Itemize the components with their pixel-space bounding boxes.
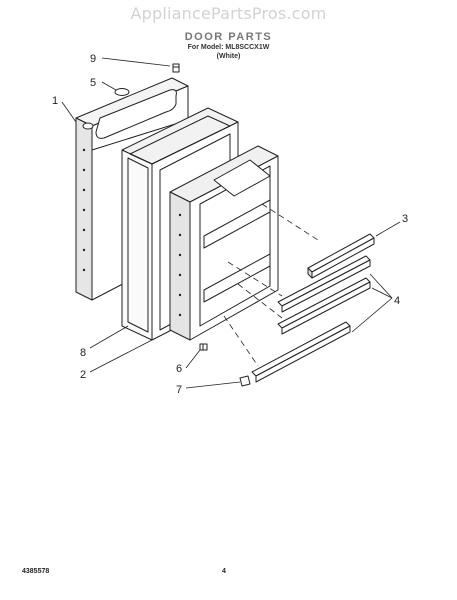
screw-part [172, 63, 180, 73]
page-number: 4 [222, 568, 226, 575]
door-liner [169, 145, 279, 341]
callout-4: 4 [394, 295, 400, 307]
leader-lines [61, 57, 401, 389]
callout-6: 6 [176, 363, 182, 375]
plug-part [114, 88, 130, 96]
callout-3: 3 [402, 213, 408, 225]
diagram-title: DOOR PARTS [184, 31, 273, 43]
callout-8: 8 [80, 347, 86, 359]
projection-lines [223, 203, 319, 367]
callout-2: 2 [80, 369, 86, 381]
clip-part [239, 375, 251, 387]
shelf-bar-middle-1 [277, 255, 371, 313]
callout-9: 9 [90, 53, 96, 65]
bottom-screw-part [199, 343, 208, 351]
callout-7: 7 [176, 384, 182, 396]
shelf-bar-top [307, 233, 375, 279]
document-number: 4385578 [22, 568, 50, 575]
model-number: For Model: ML8SCCX1W [187, 44, 270, 51]
site-watermark: AppliancePartsPros.com [130, 4, 327, 23]
shelf-bar-middle-2 [277, 277, 371, 335]
model-variant: (White) [216, 53, 241, 60]
callout-1: 1 [52, 95, 58, 107]
shelf-bar-bottom [251, 321, 351, 383]
callout-5: 5 [90, 77, 96, 89]
